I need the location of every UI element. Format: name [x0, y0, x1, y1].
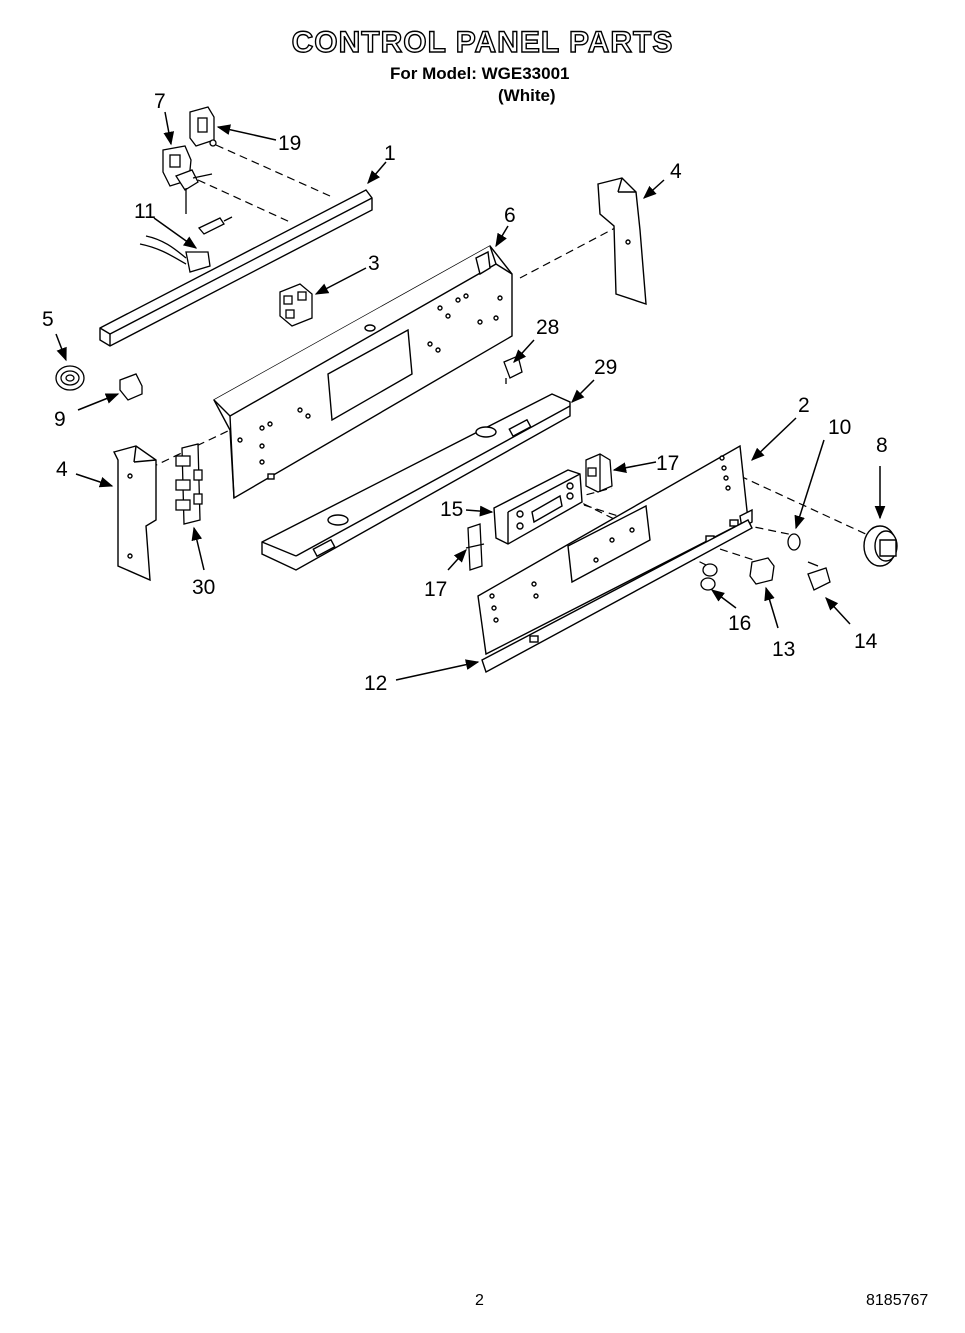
part-11-wire-harness — [139, 216, 233, 273]
callout-7: 7 — [154, 90, 166, 113]
callout-9: 9 — [54, 408, 66, 431]
model-line: For Model: WGE33001 — [390, 64, 570, 83]
page-title: CONTROL PANEL PARTS — [291, 25, 674, 59]
part-3-switch — [279, 283, 313, 327]
part-17-bracket-lower — [465, 523, 485, 571]
callout-12: 12 — [364, 672, 387, 695]
callout-16: 16 — [728, 612, 751, 635]
callout-4-right: 4 — [670, 160, 682, 183]
part-12-bottom-trim — [481, 519, 753, 674]
part-13-rocker — [749, 557, 775, 585]
part-7-control-switch — [162, 145, 213, 214]
document-number: 8185767 — [866, 1292, 929, 1309]
part-5-knob-insert — [55, 365, 85, 391]
callout-14: 14 — [854, 630, 878, 653]
part-4-end-cap-right — [597, 177, 647, 305]
page-number: 2 — [475, 1292, 484, 1309]
model-variant: (White) — [498, 86, 556, 105]
callout-2: 2 — [798, 394, 810, 417]
callout-11: 11 — [134, 200, 156, 223]
part-16-buttons — [700, 563, 718, 591]
part-6-control-frame — [213, 245, 513, 500]
part-10-knob-clip — [787, 533, 801, 551]
callout-19: 19 — [278, 132, 301, 155]
callout-30: 30 — [192, 576, 215, 599]
callout-5: 5 — [42, 308, 54, 331]
callout-4-left: 4 — [56, 458, 68, 481]
part-2-control-panel — [477, 444, 753, 656]
callout-28: 28 — [536, 316, 559, 339]
part-8-knob — [863, 525, 898, 567]
part-9-clip — [119, 373, 143, 401]
callout-labels: 1 2 3 4 4 5 6 7 8 9 10 11 12 13 14 15 16… — [42, 90, 888, 695]
part-15-electronic-control — [493, 469, 583, 545]
callout-3: 3 — [368, 252, 380, 275]
part-29-bracket — [261, 393, 571, 571]
callout-13: 13 — [772, 638, 795, 661]
part-14-switch — [807, 561, 831, 591]
callout-8: 8 — [876, 434, 888, 457]
part-1-trim-strip — [99, 189, 373, 347]
callout-17-upper: 17 — [656, 452, 679, 475]
callout-6: 6 — [504, 204, 516, 227]
part-28-clip — [503, 355, 523, 384]
part-17-bracket-upper — [585, 453, 613, 493]
callout-15: 15 — [440, 498, 463, 521]
part-4-end-cap-left — [112, 445, 157, 582]
part-19-switch — [189, 106, 217, 147]
callout-arrows — [55, 111, 886, 681]
callout-29: 29 — [594, 356, 617, 379]
callout-17-lower: 17 — [424, 578, 447, 601]
part-30-terminal-block — [175, 443, 203, 525]
callout-1: 1 — [384, 142, 396, 165]
callout-10: 10 — [828, 416, 851, 439]
